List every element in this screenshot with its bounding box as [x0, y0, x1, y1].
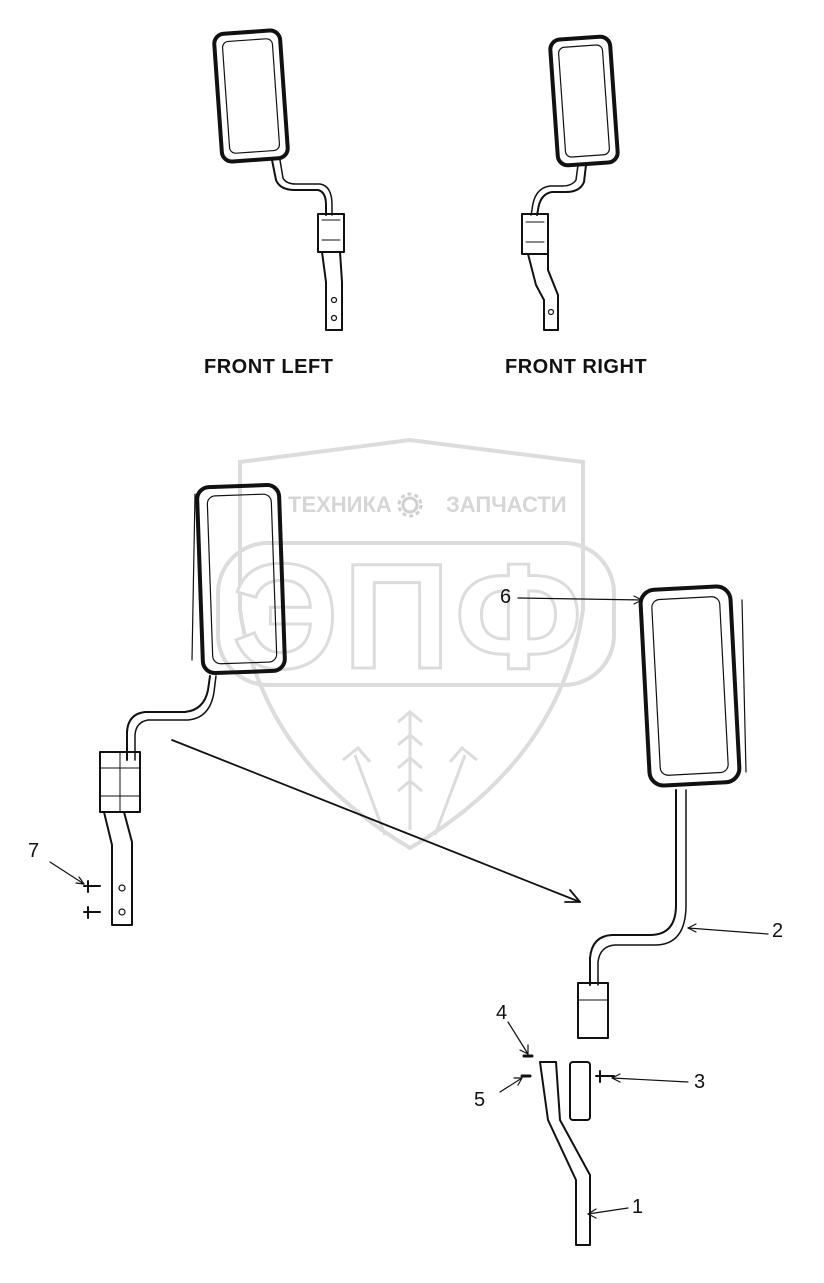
- callout-5: 5: [474, 1089, 486, 1111]
- front-left-hinge: [317, 213, 345, 253]
- callout-6: 6: [500, 586, 512, 608]
- large-left-bolt-upper: [83, 880, 101, 893]
- assembly-arrow: [171, 739, 581, 903]
- front-right-arm: [536, 164, 587, 216]
- exploded-right-mirror-assembly: [520, 584, 747, 1246]
- leader-6: [517, 597, 643, 601]
- callout-1: 1: [632, 1196, 644, 1218]
- leader-5: [499, 1077, 523, 1093]
- callout-7: 7: [28, 840, 40, 862]
- large-left-mirror-assembly: [83, 483, 287, 926]
- front-right-hinge: [521, 213, 549, 255]
- callout-leaders: [49, 595, 769, 1219]
- hinge-part: [577, 982, 609, 1039]
- front-right-bracket: [527, 253, 559, 331]
- gear-icon: [397, 492, 423, 518]
- leader-7: [49, 861, 85, 885]
- large-left-mirror-head: [195, 483, 287, 675]
- watermark-logo: ЭПФ: [231, 531, 587, 702]
- large-left-bracket: [103, 811, 133, 926]
- bolt-part-3: [595, 1070, 615, 1083]
- clamp-plate-part: [569, 1061, 591, 1121]
- front-right-mirror-head: [548, 34, 620, 168]
- callout-3: 3: [694, 1071, 706, 1093]
- arm-part-2: [589, 789, 677, 986]
- large-left-arm: [126, 675, 211, 761]
- leader-4: [507, 1021, 529, 1055]
- watermark-text-left: ТЕХНИКА: [288, 492, 392, 517]
- watermark-text-right: ЗАПЧАСТИ: [446, 492, 567, 517]
- leader-1: [587, 1207, 629, 1215]
- mirror-head-part-6: [638, 584, 742, 788]
- wheat-icon: [342, 710, 478, 836]
- leader-3: [611, 1077, 689, 1083]
- leader-2: [687, 927, 769, 935]
- front-left-mirror-assembly: [212, 28, 345, 331]
- callout-4: 4: [496, 1002, 508, 1024]
- front-left-mirror-head: [212, 28, 290, 164]
- caption-front-right: FRONT RIGHT: [505, 356, 648, 378]
- large-left-bolt-lower: [83, 906, 101, 919]
- bracket-part-1: [539, 1061, 591, 1246]
- caption-front-left: FRONT LEFT: [204, 356, 334, 378]
- front-left-bracket: [321, 251, 343, 331]
- front-right-mirror-assembly: [521, 34, 620, 331]
- front-left-arm: [271, 159, 327, 216]
- callout-2: 2: [772, 920, 784, 942]
